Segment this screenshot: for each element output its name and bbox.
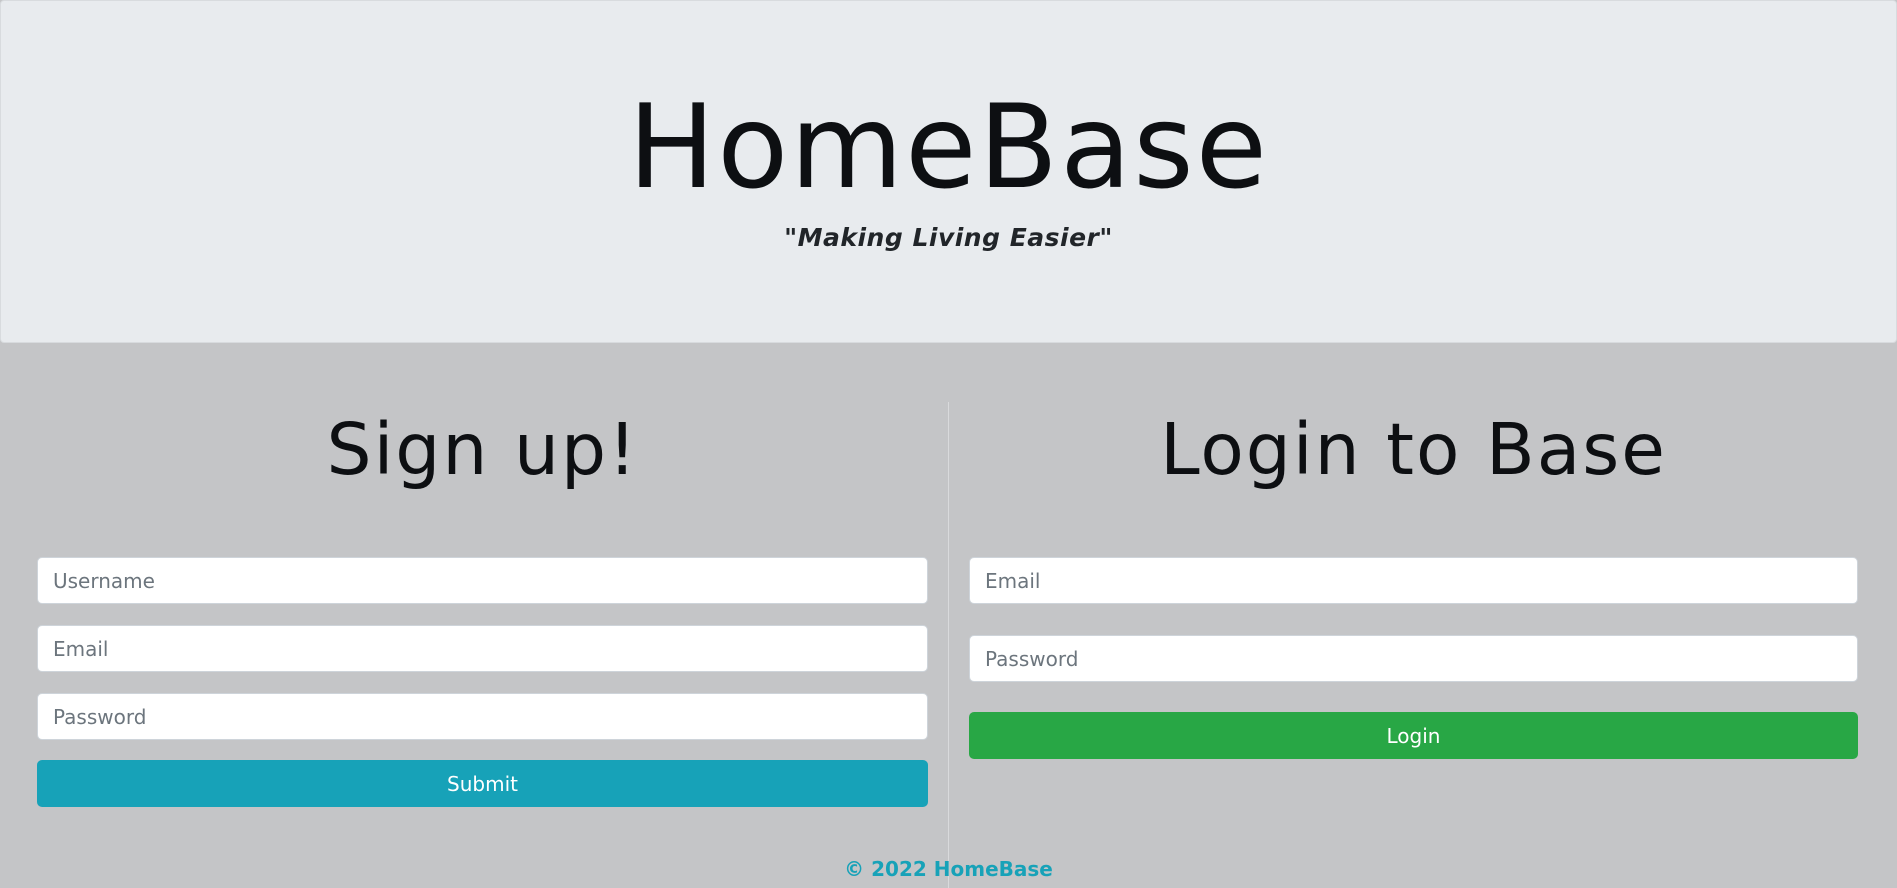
- login-heading: Login to Base: [1160, 408, 1667, 491]
- signup-password-input[interactable]: [37, 693, 928, 740]
- signup-email-input[interactable]: [37, 625, 928, 672]
- column-divider: [948, 402, 949, 888]
- login-password-input[interactable]: [969, 635, 1858, 682]
- login-button[interactable]: Login: [969, 712, 1858, 759]
- site-tagline: "Making Living Easier": [784, 223, 1113, 252]
- signup-panel: Sign up! Submit: [37, 400, 928, 807]
- submit-button[interactable]: Submit: [37, 760, 928, 807]
- footer-copyright: © 2022 HomeBase: [844, 857, 1053, 881]
- hero-banner: HomeBase "Making Living Easier": [0, 0, 1897, 343]
- login-email-input[interactable]: [969, 557, 1858, 604]
- login-panel: Login to Base Login: [969, 400, 1858, 759]
- signup-username-input[interactable]: [37, 557, 928, 604]
- signup-heading: Sign up!: [326, 408, 639, 491]
- site-title: HomeBase: [627, 80, 1270, 215]
